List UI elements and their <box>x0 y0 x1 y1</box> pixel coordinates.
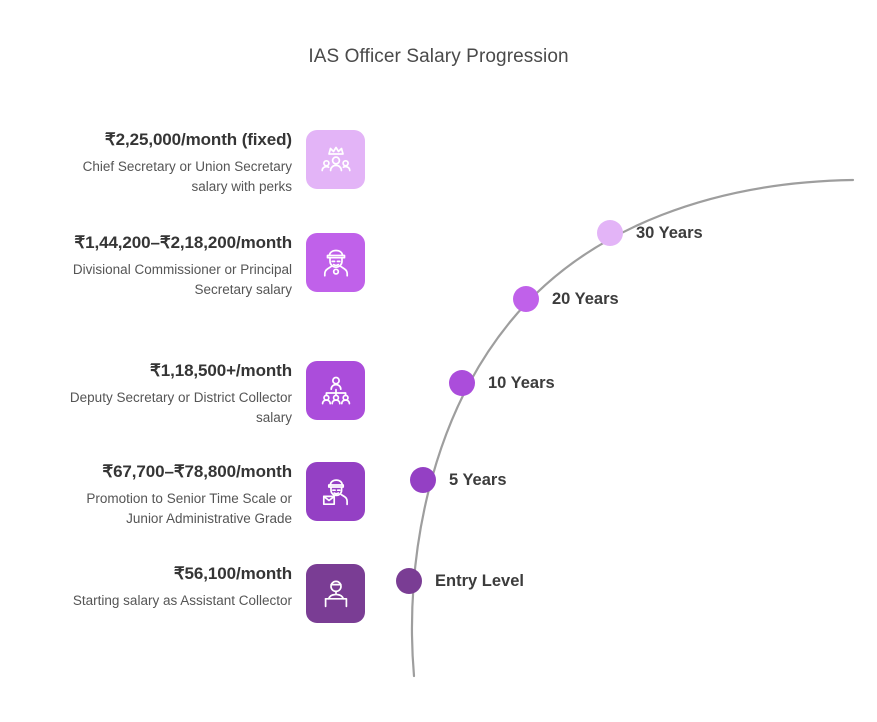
milestone-dot <box>410 467 436 493</box>
org-hierarchy-icon <box>306 361 365 420</box>
stage-description: Chief Secretary or Union Secretary salar… <box>82 159 292 194</box>
officer-cap-icon <box>306 233 365 292</box>
milestone-label: Entry Level <box>435 571 524 590</box>
stage-row: ₹1,18,500+/month Deputy Secretary or Dis… <box>40 359 365 427</box>
milestone-dot <box>513 286 539 312</box>
stage-description: Deputy Secretary or District Collector s… <box>69 390 292 425</box>
stage-row: ₹56,100/month Starting salary as Assista… <box>40 562 365 623</box>
stage-amount: ₹67,700–₹78,800/month <box>102 462 292 481</box>
milestone-label: 10 Years <box>488 373 555 392</box>
stage-text: ₹2,25,000/month (fixed) Chief Secretary … <box>60 128 292 196</box>
officer-envelope-icon <box>306 462 365 521</box>
stage-description: Promotion to Senior Time Scale or Junior… <box>86 491 292 526</box>
milestone-entry-level[interactable]: Entry Level <box>396 568 524 594</box>
page-title: IAS Officer Salary Progression <box>308 46 569 67</box>
milestone-label: 30 Years <box>636 223 703 242</box>
stage-amount: ₹56,100/month <box>173 564 292 583</box>
stage-text: ₹1,18,500+/month Deputy Secretary or Dis… <box>60 359 292 427</box>
stage-row: ₹67,700–₹78,800/month Promotion to Senio… <box>40 460 365 528</box>
stage-text: ₹67,700–₹78,800/month Promotion to Senio… <box>60 460 292 528</box>
stage-amount: ₹2,25,000/month (fixed) <box>104 130 292 149</box>
milestone-20-years[interactable]: 20 Years <box>513 286 619 312</box>
stage-amount: ₹1,44,200–₹2,18,200/month <box>74 233 292 252</box>
stage-description: Divisional Commissioner or Principal Sec… <box>72 262 292 297</box>
milestone-10-years[interactable]: 10 Years <box>449 370 555 396</box>
stage-row: ₹2,25,000/month (fixed) Chief Secretary … <box>40 128 365 196</box>
stage-text: ₹56,100/month Starting salary as Assista… <box>60 562 292 611</box>
stage-description: Starting salary as Assistant Collector <box>72 593 292 609</box>
milestone-5-years[interactable]: 5 Years <box>410 467 507 493</box>
milestone-30-years[interactable]: 30 Years <box>597 220 703 246</box>
person-desk-icon <box>306 564 365 623</box>
milestone-label: 5 Years <box>449 470 507 489</box>
milestone-dot <box>597 220 623 246</box>
milestone-dot <box>449 370 475 396</box>
stage-text: ₹1,44,200–₹2,18,200/month Divisional Com… <box>60 231 292 299</box>
crown-people-icon <box>306 130 365 189</box>
stage-amount: ₹1,18,500+/month <box>150 361 292 380</box>
milestone-dot <box>396 568 422 594</box>
milestone-label: 20 Years <box>552 289 619 308</box>
stage-row: ₹1,44,200–₹2,18,200/month Divisional Com… <box>40 231 365 299</box>
